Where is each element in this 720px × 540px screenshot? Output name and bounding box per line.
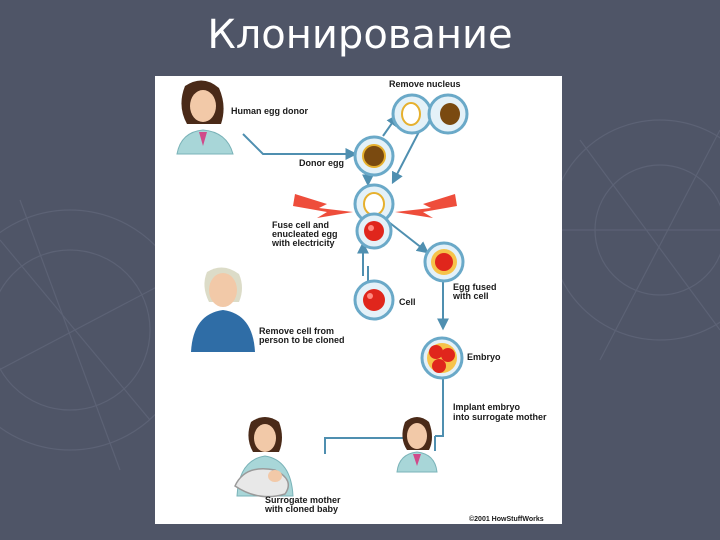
label-surrogate-line1: Surrogate mother [265,495,341,505]
egg-fused-with-cell [423,241,465,283]
donor-egg [353,135,395,177]
label-embryo: Embryo [467,352,501,362]
remove-nucleus-cells [391,93,469,135]
connector-lines [242,114,449,454]
label-remove-nucleus: Remove nucleus [389,79,461,89]
label-implant-line1: Implant embryo [453,402,521,412]
surrogate-mother-figure [396,417,438,473]
label-remove-cell-line1: Remove cell from [259,326,334,336]
label-egg-fused-line2: with cell [452,291,489,301]
human-egg-donor-figure [176,80,234,155]
label-fuse-line2: enucleated egg [272,229,338,239]
label-remove-cell-line2: person to be cloned [259,335,345,345]
cloning-diagram: Human egg donor Remove nucleus Donor egg [155,76,562,524]
label-surrogate-line2: with cloned baby [264,504,338,514]
enucleated-egg [353,183,395,225]
label-human-egg-donor: Human egg donor [231,106,308,116]
label-egg-fused-line1: Egg fused [453,282,497,292]
embryo [420,336,464,380]
copyright-label: ©2001 HowStuffWorks [469,515,544,523]
label-fuse-line1: Fuse cell and [272,220,329,230]
person-to-be-cloned-figure [191,267,255,352]
diagram-canvas: Human egg donor Remove nucleus Donor egg [176,79,547,523]
label-fuse-line3: with electricity [271,238,335,248]
label-implant-line2: into surrogate mother [453,412,547,422]
slide-title: Клонирование [207,12,513,58]
electric-spark-right-icon [395,194,457,218]
label-cell: Cell [399,297,416,307]
fuse-cell [355,212,393,250]
electric-spark-left-icon [293,194,353,218]
cell-from-person [353,279,395,321]
label-donor-egg: Donor egg [299,158,344,168]
surrogate-mother-with-baby-figure [234,417,294,498]
